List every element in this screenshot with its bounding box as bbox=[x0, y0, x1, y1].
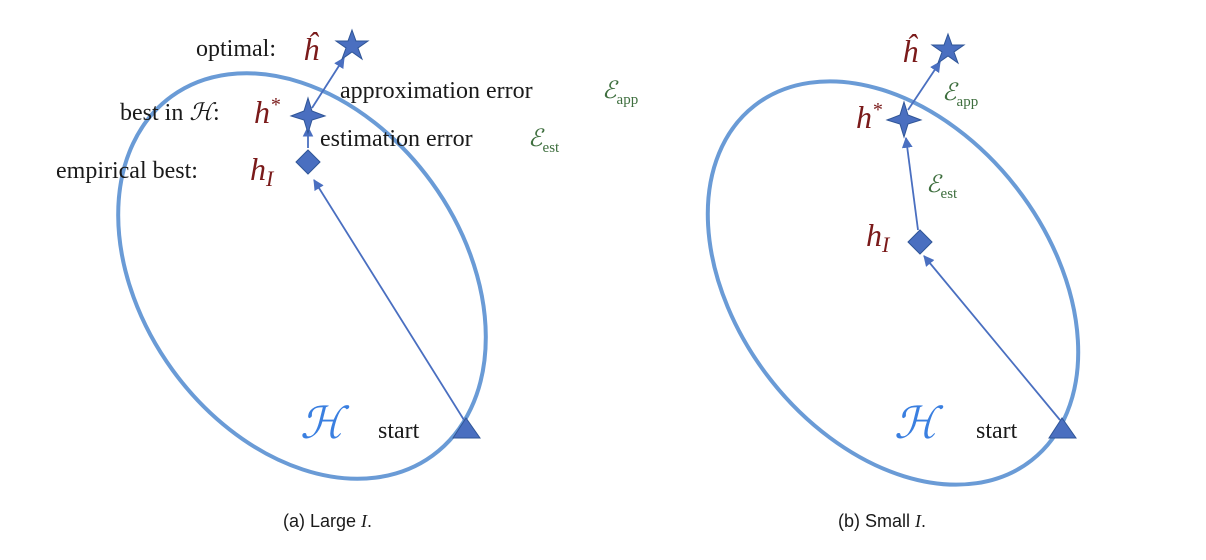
empirical-best-diamond-b bbox=[907, 229, 933, 255]
H-region-label-a: ℋ bbox=[300, 398, 350, 449]
empirical-best-diamond-a bbox=[295, 149, 321, 175]
path-best-to-optimal-a bbox=[311, 57, 345, 109]
approximation-error-symbol-b: ℰapp bbox=[942, 80, 978, 110]
start-triangle-b bbox=[1048, 417, 1077, 439]
caption-b: (b) Small I. bbox=[838, 511, 926, 531]
panel-a: optimal: ĥ approximation error ℰapp best… bbox=[56, 28, 638, 531]
estimation-error-symbol-a: ℰest bbox=[528, 126, 560, 156]
approximation-error-symbol-a: ℰapp bbox=[602, 78, 638, 108]
h-hat-label-b: ĥ bbox=[902, 33, 919, 69]
best-in-H-star-b bbox=[885, 100, 923, 139]
start-label-b: start bbox=[976, 418, 1018, 444]
H-region-label-b: ℋ bbox=[894, 398, 944, 449]
h-star-label-b: h* bbox=[856, 99, 882, 135]
hypothesis-space-ellipse-b bbox=[705, 79, 1081, 487]
approximation-error-label-a: approximation error bbox=[340, 78, 533, 104]
best-in-H-star-a bbox=[289, 96, 327, 135]
optimal-label-a: optimal: bbox=[196, 36, 276, 62]
optimal-star-a bbox=[334, 28, 370, 61]
optimal-star-b bbox=[930, 32, 966, 65]
hypothesis-space-ellipse-a bbox=[116, 71, 488, 481]
path-empirical-to-best-b bbox=[901, 136, 919, 231]
h-star-label-a: h* bbox=[254, 94, 280, 130]
h-I-label-a: hI bbox=[250, 151, 275, 191]
estimation-error-symbol-b: ℰest bbox=[926, 172, 958, 202]
path-start-to-empirical-b bbox=[923, 255, 1061, 421]
estimation-error-label-a: estimation error bbox=[320, 126, 473, 152]
path-start-to-empirical-a bbox=[313, 179, 465, 421]
caption-a: (a) Large I. bbox=[283, 511, 372, 531]
panel-b: ĥ ℰapp h* ℰest hI ℋ start (b) Small I. bbox=[705, 32, 1081, 531]
start-triangle-a bbox=[452, 417, 481, 439]
start-label-a: start bbox=[378, 418, 420, 444]
h-I-label-b: hI bbox=[866, 217, 891, 257]
h-hat-label-a: ĥ bbox=[303, 31, 320, 67]
empirical-best-label-a: empirical best: bbox=[56, 158, 198, 184]
path-best-to-optimal-b bbox=[907, 61, 941, 111]
